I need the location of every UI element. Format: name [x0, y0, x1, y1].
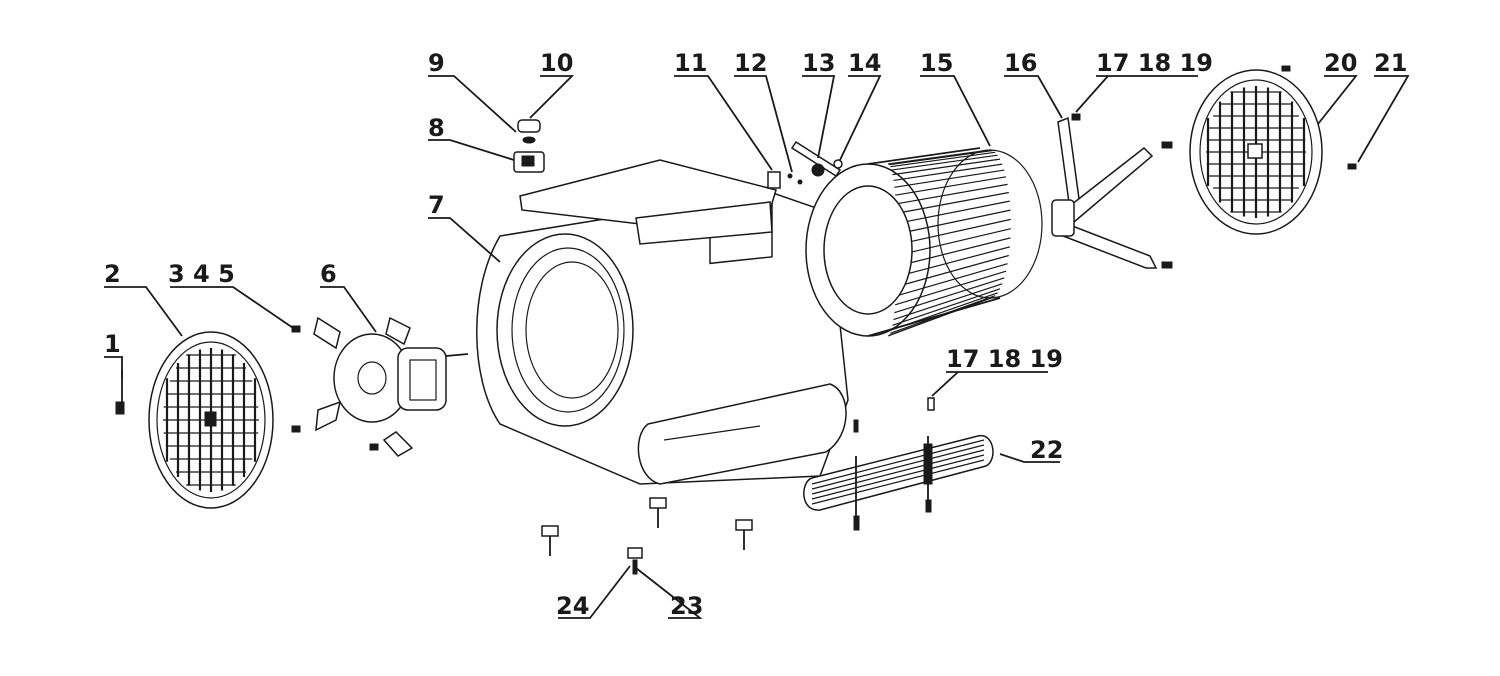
rear-grille-part	[1189, 65, 1357, 235]
blower-wheel-part	[805, 147, 1043, 337]
callout-labels: 1 2 3 4 5 6 7 8 9 10 11 12 13 14 15 16 1…	[104, 49, 1407, 620]
callout-11: 11	[674, 49, 707, 77]
callout-15: 15	[920, 49, 953, 77]
motor-part	[291, 316, 469, 457]
callout-7: 7	[428, 191, 445, 219]
outlet-grille-part	[803, 397, 994, 531]
switch-parts-8-9-10	[513, 119, 545, 173]
small-hardware-11-14	[767, 140, 843, 189]
callout-13: 13	[802, 49, 835, 77]
callout-12: 12	[734, 49, 767, 77]
callout-21: 21	[1374, 49, 1407, 77]
callout-17-18-19-top: 17 18 19	[1096, 49, 1213, 77]
callout-22: 22	[1030, 436, 1063, 464]
callout-17-18-19-bottom: 17 18 19	[946, 345, 1063, 373]
leader-lines	[104, 75, 1410, 619]
callout-2: 2	[104, 260, 121, 288]
callout-8: 8	[428, 114, 445, 142]
blower-housing-part	[476, 159, 849, 485]
callout-3-4-5: 3 4 5	[168, 260, 235, 288]
callout-23: 23	[670, 592, 703, 620]
rear-bracket-part	[1051, 113, 1173, 269]
callout-16: 16	[1004, 49, 1037, 77]
callout-10: 10	[540, 49, 573, 77]
callout-1: 1	[104, 330, 121, 358]
callout-6: 6	[320, 260, 337, 288]
housing-feet	[541, 497, 753, 575]
front-grille-part	[148, 331, 274, 509]
callout-9: 9	[428, 49, 445, 77]
callout-14: 14	[848, 49, 881, 77]
callout-20: 20	[1324, 49, 1357, 77]
callout-24: 24	[556, 592, 589, 620]
